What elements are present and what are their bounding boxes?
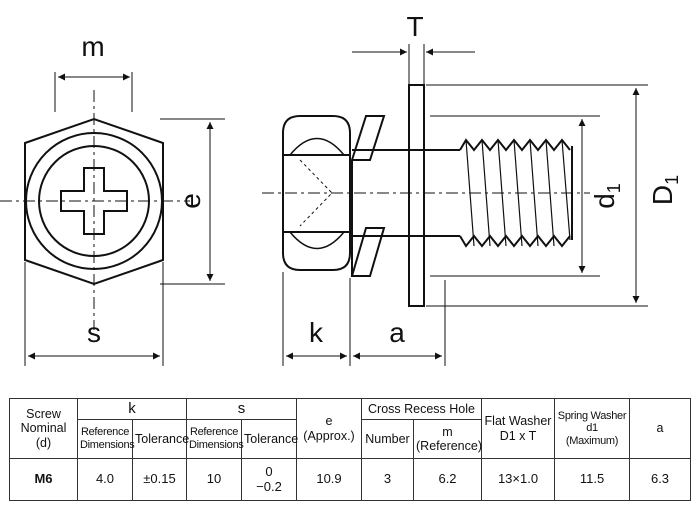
side-view bbox=[282, 84, 573, 307]
header-spring-washer: Spring Washer d1 (Maximum) bbox=[554, 398, 631, 459]
head-profile bbox=[282, 115, 351, 271]
spec-table: Screw Nominal (d) k s e (Approx.) Cross … bbox=[9, 398, 692, 501]
label-k: k bbox=[309, 317, 324, 348]
table-row: M6 4.0 ±0.15 10 0 −0.2 10.9 3 6.2 13×1.0… bbox=[9, 458, 692, 501]
header-e: e (Approx.) bbox=[296, 398, 362, 459]
cell-m: 6.2 bbox=[412, 458, 483, 501]
header-k-reference: Reference Dimensions bbox=[77, 419, 135, 459]
header-k-tolerance: Tolerance bbox=[132, 419, 189, 459]
label-d1: d1 bbox=[589, 183, 624, 209]
label-a: a bbox=[389, 317, 405, 348]
spring-washer bbox=[350, 115, 386, 277]
header-a: a bbox=[629, 398, 692, 459]
cell-flat-washer: 13×1.0 bbox=[481, 458, 556, 501]
header-s-reference: Reference Dimensions bbox=[186, 419, 244, 459]
header-screw-nominal: Screw Nominal (d) bbox=[9, 398, 78, 459]
label-s: s bbox=[87, 317, 101, 348]
header-flat-washer: Flat Washer D1 x T bbox=[481, 398, 556, 459]
cell-s-tol: 0 −0.2 bbox=[241, 458, 297, 501]
cell-k-ref: 4.0 bbox=[77, 458, 133, 501]
cell-nominal: M6 bbox=[9, 458, 78, 501]
label-D1: D1 bbox=[647, 175, 682, 205]
header-s: s bbox=[186, 398, 297, 420]
cell-number: 3 bbox=[361, 458, 414, 501]
cell-a: 6.3 bbox=[629, 458, 692, 501]
header-s-tolerance: Tolerance bbox=[241, 419, 298, 459]
cell-spring-washer: 11.5 bbox=[554, 458, 631, 501]
header-number: Number bbox=[361, 419, 414, 459]
technical-drawing: m e s bbox=[0, 11, 682, 366]
thread-bottom bbox=[459, 234, 571, 248]
cell-s-ref: 10 bbox=[186, 458, 242, 501]
header-m-reference: m (Reference) bbox=[412, 419, 483, 459]
label-T: T bbox=[406, 11, 423, 42]
header-cross-recess: Cross Recess Hole bbox=[360, 398, 483, 420]
label-m: m bbox=[81, 31, 104, 62]
cell-e: 10.9 bbox=[296, 458, 362, 501]
header-k: k bbox=[77, 398, 187, 420]
label-e: e bbox=[175, 193, 206, 209]
flat-washer bbox=[408, 84, 425, 307]
cell-k-tol: ±0.15 bbox=[132, 458, 187, 501]
cross-recess bbox=[60, 167, 128, 235]
